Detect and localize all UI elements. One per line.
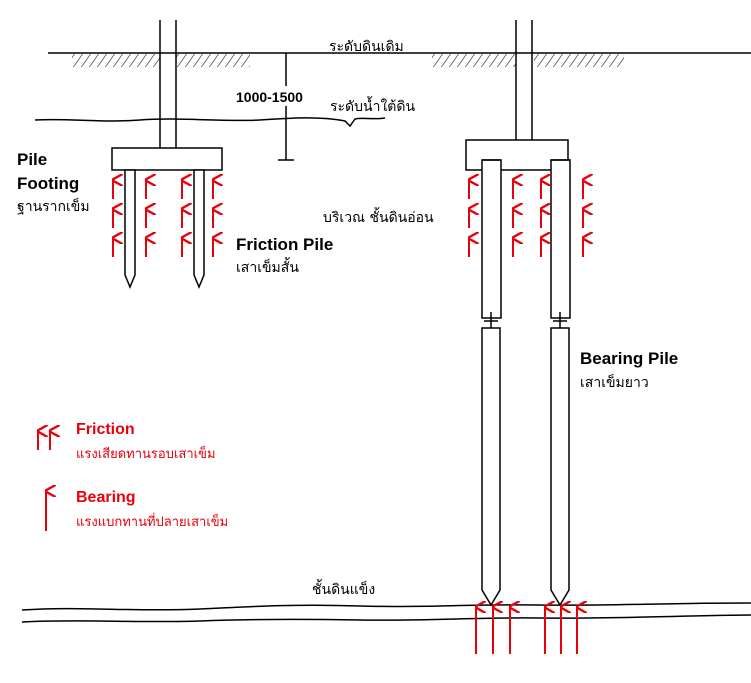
groundwater-line <box>34 117 386 128</box>
ground-level-label: ระดับดินเดิม <box>329 39 404 55</box>
right-pile-1-upper <box>481 159 502 319</box>
hard-soil-line-bottom <box>21 614 751 623</box>
depth-label-bg <box>232 86 324 106</box>
ground-hatch-right-a <box>432 54 516 67</box>
friction-pile-title: Friction Pile <box>236 235 333 254</box>
left-short-pile-2 <box>193 169 205 289</box>
hard-soil-label: ชั้นดินแข็ง <box>312 579 375 598</box>
legend: Friction แรงเสียดทานรอบเสาเข็ม Bearing แ… <box>38 421 228 531</box>
depth-dimension: 1000-1500 <box>232 53 324 161</box>
groundwater-level: ระดับน้ำใต้ดิน <box>34 96 415 128</box>
ground-hatch-right-b <box>534 54 624 67</box>
legend-friction-desc: แรงเสียดทานรอบเสาเข็ม <box>76 444 216 462</box>
pile-footing-title-line1: Pile <box>17 150 47 169</box>
soft-soil-zone-label: บริเวณ ชั้นดินอ่อน <box>323 207 434 226</box>
hard-soil-layer: ชั้นดินแข็ง <box>21 579 751 623</box>
ground-hatch-left-a <box>72 54 160 67</box>
friction-pile-thai: เสาเข็มสั้น <box>236 257 299 276</box>
right-labels: บริเวณ ชั้นดินอ่อน Bearing Pile เสาเข็มย… <box>323 207 678 391</box>
legend-bearing-desc: แรงแบกทานที่ปลายเสาเข็ม <box>76 512 228 530</box>
legend-bearing-title: Bearing <box>76 489 136 506</box>
friction-pile-structure <box>111 20 223 289</box>
left-pile-cap <box>111 147 223 171</box>
depth-label: 1000-1500 <box>236 89 303 105</box>
right-pile-2-lower <box>550 327 570 607</box>
right-friction-arrows <box>469 180 583 257</box>
ground-hatch-left-b <box>176 54 250 67</box>
right-pile-1-lower <box>481 327 501 607</box>
ground-level: ระดับดินเดิม <box>48 39 751 67</box>
hard-soil-line-top <box>21 602 751 611</box>
right-pile-2-upper <box>550 159 571 319</box>
bearing-pile-title: Bearing Pile <box>580 349 678 368</box>
left-friction-arrows <box>113 180 213 257</box>
left-labels: Pile Footing ฐานรากเข็ม Friction Pile เส… <box>17 150 333 276</box>
left-short-pile-1 <box>124 169 136 289</box>
legend-friction-title: Friction <box>76 421 135 438</box>
bearing-pile-thai: เสาเข็มยาว <box>580 373 649 391</box>
bearing-pile-structure <box>465 20 571 607</box>
groundwater-label: ระดับน้ำใต้ดิน <box>330 96 415 115</box>
pile-footing-title-line2: Footing <box>17 174 79 193</box>
bearing-arrows <box>476 607 577 654</box>
pile-footing-thai: ฐานรากเข็ม <box>17 197 90 215</box>
